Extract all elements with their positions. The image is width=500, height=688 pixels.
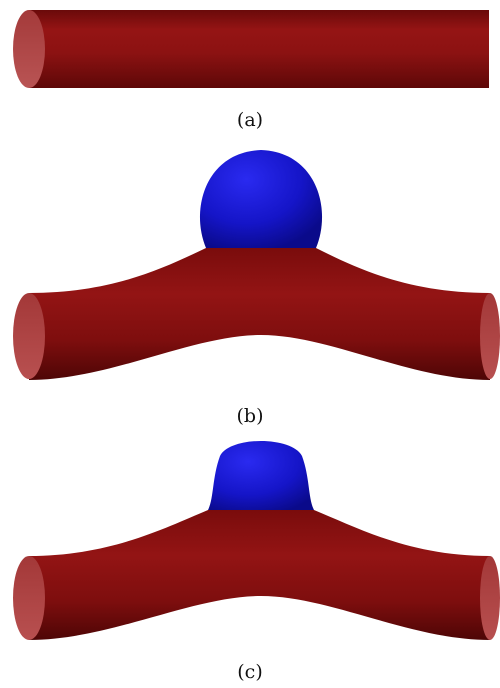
bent-tube-small-cap [13,441,500,640]
blue-cap [199,150,323,248]
bent-tube [29,510,490,640]
caption-b: (b) [236,405,264,427]
panel-b [0,140,500,390]
tube-left-end [13,556,45,640]
panel-a [0,0,500,100]
tube-left-end [13,293,45,379]
panel-c [0,428,500,648]
blue-cap [208,441,314,510]
tube-right-end [480,293,500,379]
straight-cylinder [13,10,489,88]
caption-a: (a) [236,109,264,131]
cylinder-body [29,10,489,88]
bent-tube-large-cap [13,150,500,380]
bent-tube [29,248,490,380]
tube-right-end [480,556,500,640]
caption-c: (c) [237,661,263,683]
cylinder-left-end [13,10,45,88]
